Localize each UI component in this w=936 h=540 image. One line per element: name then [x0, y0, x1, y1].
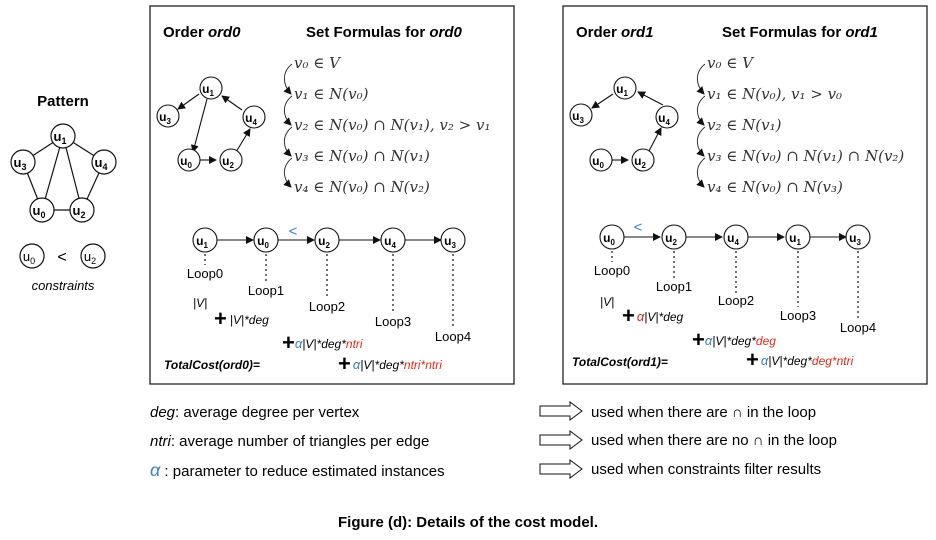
svg-text:deg: average degree per vertex: deg: average degree per vertex [150, 404, 360, 421]
panel1-chain-node-4: u3 [845, 224, 871, 250]
panel0-cost-0: |V| [193, 296, 207, 310]
panel0-order-title: Order ord0 [163, 24, 241, 41]
pattern-section: Pattern u1 u3 u4 u0 u2 [10, 93, 117, 293]
legend: deg: average degree per vertex used when… [150, 401, 837, 480]
panel0-cost-2: +α|V|*deg*ntri [282, 330, 363, 355]
panel1-formula-1: v₁ ∈ N(v₀), v₁ > v₀ [707, 85, 842, 103]
svg-text:u2: u2 [73, 203, 86, 220]
panel0-formula-1: v₁ ∈ N(v₀) [294, 85, 369, 103]
panel1-cost-2: +α|V|*deg*deg [692, 327, 776, 352]
panel0-formula-4: v₄ ∈ N(v₀) ∩ N(v₂) [294, 178, 430, 196]
figure-caption: Figure (d): Details of the cost model. [338, 514, 598, 531]
panel0-formulas: v₀ ∈ V v₁ ∈ N(v₀) v₂ ∈ N(v₀) ∩ N(v₁), v₂… [294, 54, 490, 196]
panel1-formulas: v₀ ∈ V v₁ ∈ N(v₀), v₁ > v₀ v₂ ∈ N(v₁) v₃… [707, 54, 904, 196]
panel1-loop-3: Loop3 [780, 308, 816, 323]
panel1-chain-node-1: u2 [661, 224, 687, 250]
panel1-loop-1: Loop1 [656, 279, 692, 294]
panel0-total-label: TotalCost(ord0)= [164, 358, 260, 372]
svg-text:used when there are no ∩ in th: used when there are no ∩ in the loop [591, 432, 837, 449]
svg-text:u1: u1 [54, 129, 67, 146]
pattern-node-u0: u0 [29, 197, 55, 223]
pattern-title: Pattern [37, 93, 89, 110]
panel0-chain-nodes: u1 u0 u2 u4 u3 [192, 227, 466, 253]
panel0-loop-1: Loop1 [248, 283, 284, 298]
panel1-chain-node-0: u0 [599, 224, 625, 250]
svg-text:α : parameter to reduce estima: α : parameter to reduce estimated instan… [150, 460, 445, 480]
panel0-loop-labels: Loop0 Loop1 Loop2 Loop3 Loop4 [187, 266, 471, 344]
panel1-formula-connectors [696, 63, 706, 188]
panel0-loop-2: Loop2 [309, 299, 345, 314]
panel1-loop-dots [611, 251, 859, 319]
legend-arrow-1 [539, 430, 583, 450]
pattern-node-u2: u2 [69, 197, 95, 223]
pattern-node-u4: u4 [91, 149, 117, 175]
pattern-constraint: u0 < u2 [19, 243, 106, 269]
svg-text:used when constraints filter r: used when constraints filter results [591, 461, 821, 478]
panel1-chain-node-3: u1 [785, 224, 811, 250]
svg-text:u3: u3 [14, 155, 27, 172]
panel1-costs: |V| +α|V|*deg +α|V|*deg*deg TotalCost(or… [572, 295, 854, 372]
svg-text:u2: u2 [84, 249, 96, 266]
panel0-cost-1: +|V|*deg [214, 306, 269, 331]
svg-text:used when there are ∩ in the l: used when there are ∩ in the loop [591, 404, 816, 421]
panel0-formulas-title: Set Formulas for ord0 [306, 24, 463, 41]
panel0-chain-node-3: u4 [380, 227, 406, 253]
panel0-formula-2: v₂ ∈ N(v₀) ∩ N(v₁), v₂ > v₁ [294, 116, 490, 134]
panel1-order-graph [591, 91, 664, 164]
panel1-cost-1: +α|V|*deg [622, 303, 684, 328]
panel0-chain-node-4: u3 [440, 227, 466, 253]
panel0-chain-node-2: u2 [314, 227, 340, 253]
svg-text:<: < [57, 249, 66, 266]
panel1-loop-0: Loop0 [594, 263, 630, 278]
panel0-formula-connectors [283, 63, 293, 188]
panel-ord1: Order ord1 Set Formulas for ord1 u1 u3 u… [562, 5, 928, 385]
panel0-lt: < [289, 223, 298, 240]
panel0-chain-node-0: u1 [192, 227, 218, 253]
panel1-cost-3: +α|V|*deg*deg*ntri [746, 347, 854, 372]
panel0-loop-0: Loop0 [187, 266, 223, 281]
legend-arrow-0 [539, 401, 583, 421]
legend-arrow-2 [539, 459, 583, 479]
panel0-loop-4: Loop4 [435, 329, 471, 344]
panel1-loop-labels: Loop0 Loop1 Loop2 Loop3 Loop4 [594, 263, 876, 335]
panel1-order-title: Order ord1 [576, 24, 654, 41]
panel1-lt: < [634, 219, 643, 236]
panel1-loop-4: Loop4 [840, 320, 876, 335]
svg-text:u4: u4 [95, 155, 108, 172]
svg-text:u0: u0 [33, 203, 46, 220]
panel1-formula-4: v₄ ∈ N(v₀) ∩ N(v₃) [707, 178, 843, 196]
panel0-costs: |V| +|V|*deg +α|V|*deg*ntri TotalCost(or… [164, 296, 442, 376]
panel1-formula-3: v₃ ∈ N(v₀) ∩ N(v₁) ∩ N(v₂) [707, 147, 904, 165]
panel0-cost-3: +α|V|*deg*ntri*ntri [338, 351, 442, 376]
panel0-formula-0: v₀ ∈ V [294, 54, 342, 72]
panel-ord0: Order ord0 Set Formulas for ord0 u1 u3 u… [149, 5, 515, 385]
pattern-node-u3: u3 [10, 149, 36, 175]
panel1-formula-2: v₂ ∈ N(v₁) [707, 116, 782, 134]
panel1-loop-2: Loop2 [718, 293, 754, 308]
panel1-formula-0: v₀ ∈ V [707, 54, 755, 72]
constraints-label: constraints [32, 278, 95, 293]
panel1-total-label: TotalCost(ord1)= [572, 355, 668, 369]
panel1-chain-nodes: u0 u2 u4 u1 u3 [599, 224, 871, 250]
legend-row-alpha: α : parameter to reduce estimated instan… [150, 459, 821, 480]
legend-row-deg: deg: average degree per vertex used when… [150, 401, 816, 421]
svg-text:ntri: average number of triang: ntri: average number of triangles per ed… [150, 433, 429, 450]
panel1-cost-0: |V| [600, 295, 614, 309]
panel1-chain-node-2: u4 [723, 224, 749, 250]
panel1-formulas-title: Set Formulas for ord1 [722, 24, 878, 41]
panel0-order-graph [177, 93, 251, 164]
panel0-chain-node-1: u0 [253, 227, 279, 253]
svg-text:u0: u0 [23, 249, 35, 266]
panel1-graph-nodes: u1 u3 u4 u0 u2 [569, 76, 679, 172]
legend-row-ntri: ntri: average number of triangles per ed… [150, 430, 837, 450]
panel0-formula-3: v₃ ∈ N(v₀) ∩ N(v₁) [294, 147, 430, 165]
panel0-loop-dots [204, 254, 454, 328]
panel0-graph-nodes: u1 u3 u4 u0 u2 [156, 76, 266, 172]
pattern-node-u1: u1 [50, 123, 76, 149]
panel0-loop-3: Loop3 [375, 314, 411, 329]
